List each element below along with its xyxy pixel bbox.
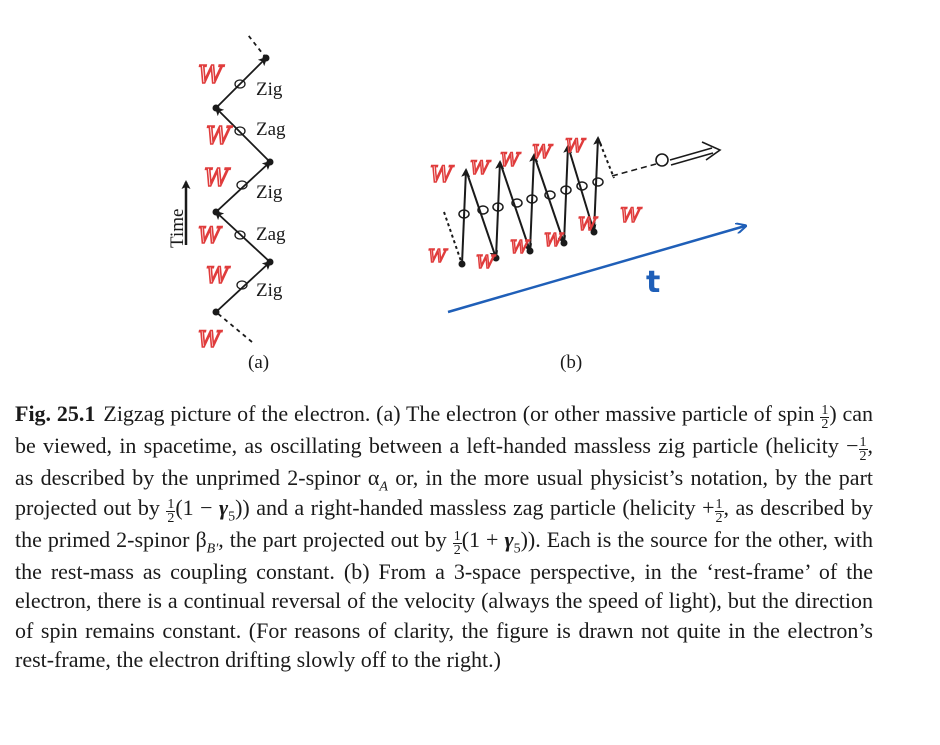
svg-text:W: W <box>620 203 642 227</box>
svg-text:W: W <box>510 237 530 258</box>
spinor-index: A <box>379 479 388 495</box>
svg-text:W: W <box>206 264 231 289</box>
panel-a: Time Zig Zag Zig Zag Zig W <box>167 34 286 373</box>
gamma-index: 5 <box>513 540 521 556</box>
caption-text: (1 − <box>175 494 219 520</box>
panel-a-label: (a) <box>248 352 269 373</box>
caption-text: or, in the more usual physicist’s notati… <box>15 465 874 520</box>
caption-text: , as described by the primed 2-spinor β <box>15 494 873 552</box>
svg-text:W: W <box>206 122 233 150</box>
spin-markers-b <box>458 177 604 219</box>
svg-text:W: W <box>565 135 586 157</box>
segment-label: Zig <box>256 79 283 100</box>
caption-text: Zigzag picture of the electron. (a) The … <box>103 401 821 426</box>
segment-label: Zig <box>256 182 283 203</box>
figure-number: Fig. 25.1 <box>15 401 96 426</box>
svg-text:W: W <box>204 164 231 192</box>
segment-label: Zag <box>256 119 286 140</box>
svg-text:W: W <box>470 157 491 179</box>
svg-text:W: W <box>198 224 223 249</box>
svg-text:W: W <box>578 214 598 235</box>
caption-text: )) and a right-handed massless zag parti… <box>235 494 715 520</box>
svg-text:W: W <box>500 149 521 171</box>
svg-text:W: W <box>198 328 223 353</box>
figure-caption: Fig. 25.1 Zigzag picture of the electron.… <box>15 399 873 675</box>
panel-b: t <box>427 134 745 373</box>
caption-text: , as described by the unprimed 2-spinor … <box>15 433 873 490</box>
svg-text:W: W <box>544 230 564 251</box>
time-axis-label-b: t <box>646 265 660 300</box>
svg-text:W: W <box>430 163 455 188</box>
caption-text: (1 + <box>461 526 505 552</box>
w-marks-b: W W W W W W W W W W W <box>427 134 643 274</box>
panel-b-label: (b) <box>560 352 582 373</box>
gamma-symbol: γ <box>218 494 229 520</box>
segment-label: Zag <box>256 224 286 245</box>
gamma-symbol: γ <box>504 526 514 552</box>
segment-label: Zig <box>256 280 283 301</box>
gamma-index: 5 <box>228 508 236 524</box>
svg-text:W: W <box>532 141 553 163</box>
svg-text:W: W <box>198 61 225 89</box>
spinor-index: B′ <box>206 540 219 556</box>
oscillation-vertices <box>458 228 598 268</box>
w-marks: W W W W W W <box>197 60 234 354</box>
zigzag-vertices <box>212 54 274 316</box>
zigzag-figure: Time Zig Zag Zig Zag Zig W <box>167 34 940 373</box>
drift-arrow <box>611 141 722 177</box>
time-axis-label: Time <box>167 209 188 248</box>
zigzag-path <box>214 34 272 343</box>
caption-text: )). Each is the source for the other, wi… <box>15 526 874 673</box>
time-axis-arrow-b <box>447 226 745 314</box>
spin-markers <box>234 79 248 290</box>
svg-text:W: W <box>476 252 496 273</box>
caption-text: , the part projected out by <box>218 526 453 552</box>
caption-text: ) can be viewed, in spacetime, as oscill… <box>15 401 873 458</box>
svg-text:W: W <box>428 246 448 267</box>
